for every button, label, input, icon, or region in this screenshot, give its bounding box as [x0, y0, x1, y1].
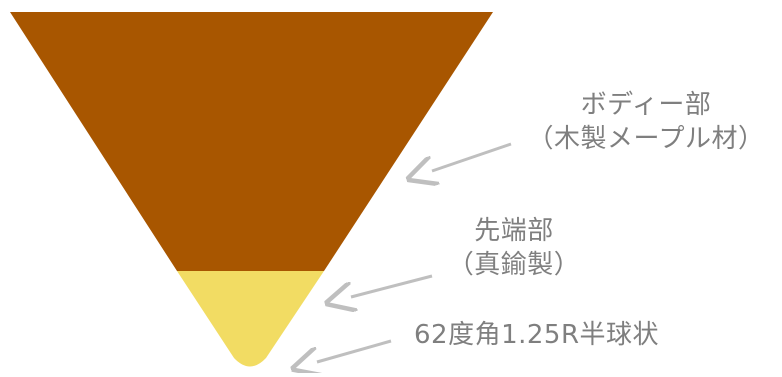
- shape-callout-label: 62度角1.25R半球状: [414, 318, 714, 352]
- wooden-body-shape: [10, 12, 493, 271]
- tip-callout-line1: 先端部: [474, 216, 554, 246]
- brass-tip-shape: [177, 271, 324, 367]
- body-callout-line1: ボディー部: [580, 90, 712, 120]
- body-callout-line2: （木製メープル材）: [527, 124, 765, 154]
- tip-callout-line2: （真鍮製）: [447, 250, 581, 280]
- tip-callout-arrow: [351, 274, 433, 297]
- shape-callout-text: 62度角1.25R半球状: [414, 320, 660, 350]
- body-callout-arrow: [432, 142, 512, 171]
- tip-callout-label: 先端部 （真鍮製）: [440, 214, 588, 282]
- body-callout-label: ボディー部 （木製メープル材）: [510, 88, 782, 156]
- shape-callout-arrow: [317, 339, 392, 362]
